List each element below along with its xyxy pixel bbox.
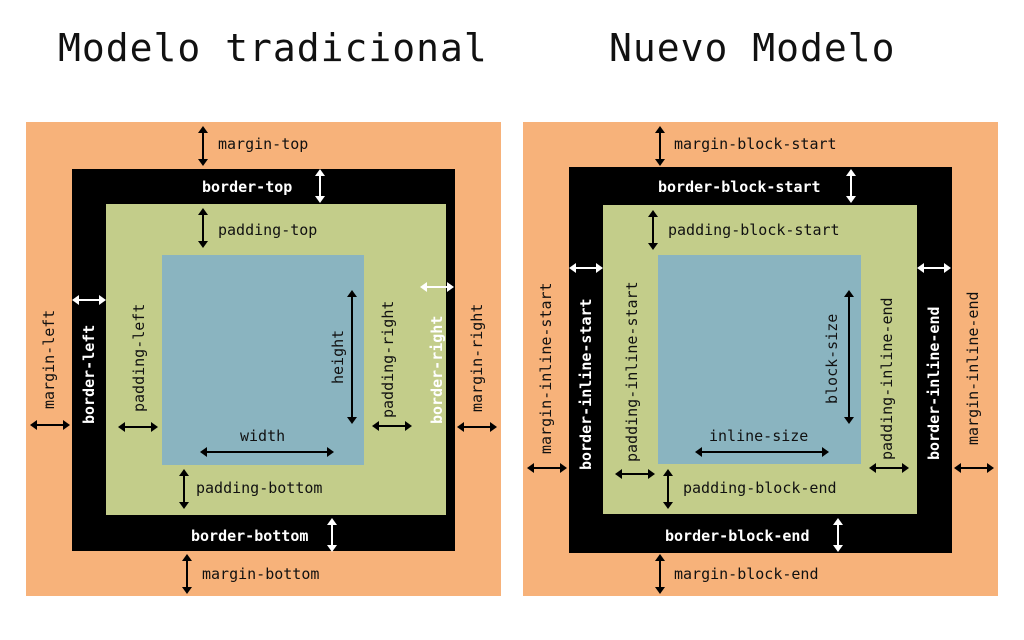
padding-block-start-arrow xyxy=(647,210,659,250)
padding-block-end-arrow xyxy=(662,469,674,509)
content-area xyxy=(162,255,364,465)
border-top-label: border-top xyxy=(202,178,293,196)
border-inline-end-arrow xyxy=(917,262,951,274)
padding-top-arrow xyxy=(197,208,209,248)
margin-inline-start-arrow xyxy=(527,462,567,474)
title-new-model: Nuevo Modelo xyxy=(609,26,896,70)
margin-bottom-arrow xyxy=(181,554,193,594)
border-block-end-label: border-block-end xyxy=(665,527,810,545)
margin-top-arrow xyxy=(197,126,209,166)
padding-bottom-label: padding-bottom xyxy=(196,479,323,497)
block-size-arrow xyxy=(843,290,855,424)
margin-top-label: margin-top xyxy=(218,135,309,153)
padding-right-label: padding-right xyxy=(379,300,397,418)
border-inline-start-arrow xyxy=(569,262,603,274)
height-arrow xyxy=(346,290,358,424)
traditional-box-model-diagram: margin-top border-top padding-top margin… xyxy=(26,122,501,596)
padding-inline-start-arrow xyxy=(615,468,655,480)
margin-left-arrow xyxy=(30,419,70,431)
border-left-label: border-left xyxy=(80,324,98,424)
margin-inline-start-label: margin-inline-start xyxy=(537,282,555,454)
margin-left-label: margin-left xyxy=(40,309,58,409)
padding-left-label: padding-left xyxy=(130,303,148,412)
border-top-arrow xyxy=(314,169,326,203)
border-bottom-arrow xyxy=(326,518,338,552)
border-inline-end-label: border-inline-end xyxy=(925,306,943,460)
title-traditional-model: Modelo tradicional xyxy=(58,26,488,70)
margin-block-start-arrow xyxy=(654,126,666,166)
border-inline-start-label: border-inline-start xyxy=(577,298,595,470)
inline-size-label: inline-size xyxy=(709,427,809,445)
margin-bottom-label: margin-bottom xyxy=(202,565,320,583)
padding-inline-end-arrow xyxy=(869,462,909,474)
border-left-arrow xyxy=(72,294,106,306)
border-block-start-arrow xyxy=(845,169,857,203)
width-arrow xyxy=(200,446,334,458)
padding-bottom-arrow xyxy=(178,469,190,509)
padding-block-end-label: padding-block-end xyxy=(683,479,837,497)
logical-box-model-diagram: margin-block-start border-block-start pa… xyxy=(523,122,998,596)
block-size-label: block-size xyxy=(823,313,841,404)
margin-right-label: margin-right xyxy=(468,303,486,412)
margin-block-end-arrow xyxy=(654,554,666,594)
margin-right-arrow xyxy=(457,421,497,433)
width-label: width xyxy=(240,427,286,445)
margin-inline-end-arrow xyxy=(954,462,994,474)
margin-block-end-label: margin-block-end xyxy=(674,565,819,583)
margin-block-start-label: margin-block-start xyxy=(674,135,837,153)
padding-inline-end-label: padding-inline-end xyxy=(878,297,896,460)
inline-size-arrow xyxy=(695,446,829,458)
height-label: height xyxy=(329,329,347,384)
padding-left-arrow xyxy=(118,421,158,433)
border-bottom-label: border-bottom xyxy=(191,527,309,545)
padding-right-arrow xyxy=(372,420,412,432)
padding-inline-start-label: padding-inline-start xyxy=(623,281,641,462)
margin-inline-end-label: margin-inline-end xyxy=(964,291,982,445)
border-right-label: border-right xyxy=(428,315,446,424)
padding-block-start-label: padding-block-start xyxy=(668,221,840,239)
border-block-start-label: border-block-start xyxy=(658,178,821,196)
border-block-end-arrow xyxy=(832,518,844,552)
padding-top-label: padding-top xyxy=(218,221,318,239)
border-right-arrow xyxy=(420,281,454,293)
content-area xyxy=(658,255,861,464)
